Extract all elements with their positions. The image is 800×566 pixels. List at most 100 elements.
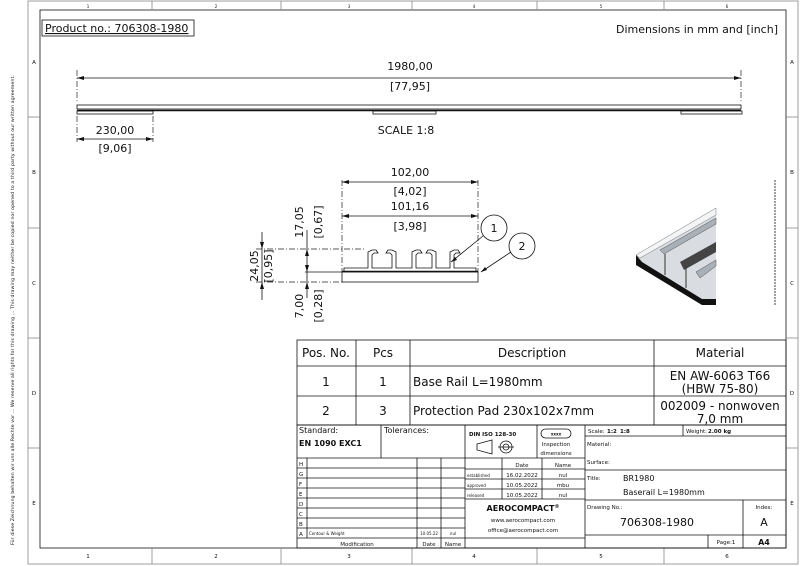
- product-no-box: [41, 19, 195, 37]
- balloon-2: [508, 232, 536, 260]
- dim-width-outer: 102,00: [391, 166, 430, 179]
- drawing-no-label: Drawing No.:: [587, 505, 623, 511]
- pad-2: [372, 110, 437, 115]
- side-view: [76, 70, 743, 142]
- tolerances-label: Tolerances:: [383, 426, 429, 435]
- base-rail-section: [343, 249, 477, 272]
- svg-text:G: G: [299, 472, 303, 478]
- svg-text:D: D: [32, 391, 36, 397]
- svg-text:D: D: [299, 502, 303, 508]
- svg-text:established: established: [467, 473, 490, 478]
- svg-text:10.05.2022: 10.05.2022: [506, 483, 538, 489]
- svg-text:EN AW-6063 T66: EN AW-6063 T66: [670, 369, 771, 383]
- standard-value: EN 1090 EXC1: [299, 439, 362, 448]
- dim-rail-height: 17,05: [293, 206, 306, 238]
- index-label: Index:: [756, 505, 773, 511]
- svg-text:D: D: [790, 391, 794, 397]
- protection-pad-section: [341, 271, 479, 283]
- svg-text:4: 4: [473, 4, 476, 9]
- weight-label: Weight:: [686, 429, 707, 435]
- svg-text:C: C: [299, 512, 303, 518]
- svg-text:2: 2: [214, 554, 218, 560]
- mod-name-header: Name: [445, 542, 462, 548]
- svg-text:1: 1: [86, 554, 90, 560]
- svg-text:Protection Pad 230x102x7mm: Protection Pad 230x102x7mm: [413, 404, 594, 418]
- svg-text:A: A: [790, 60, 794, 66]
- svg-text:E: E: [32, 501, 36, 507]
- svg-text:1: 1: [322, 375, 330, 389]
- svg-text:2: 2: [322, 404, 330, 418]
- revision-a-date: 10.05.22: [420, 531, 438, 536]
- svg-text:3: 3: [379, 404, 387, 418]
- svg-text:nul: nul: [559, 473, 568, 479]
- svg-text:nul: nul: [559, 493, 568, 499]
- svg-text:B: B: [32, 170, 36, 176]
- svg-text:3: 3: [348, 4, 351, 9]
- svg-text:Description: Description: [498, 346, 566, 360]
- title-block-grid: [296, 424, 787, 549]
- svg-text:2: 2: [215, 4, 218, 9]
- title-label: Title:: [586, 476, 601, 482]
- surface-label: Surface:: [587, 460, 610, 466]
- svg-text:mbu: mbu: [557, 483, 569, 489]
- svg-text:7,0 mm: 7,0 mm: [697, 412, 743, 426]
- svg-text:Base Rail L=1980mm: Base Rail L=1980mm: [413, 375, 543, 389]
- revision-a-name: nul: [450, 531, 456, 536]
- dim-width-inner: 101,16: [391, 200, 430, 213]
- dim-pad-length: 230,00: [96, 124, 135, 137]
- dim-rail-height-inch: [0,67]: [312, 205, 325, 238]
- inspection-badge-text: xxxx: [551, 432, 562, 437]
- inspection-badge: [540, 428, 572, 439]
- sheet-format: A4: [758, 538, 770, 547]
- weight-value: 2.00 kg: [708, 429, 731, 435]
- approval-date-header: Date: [515, 463, 529, 469]
- svg-text:B: B: [299, 522, 303, 528]
- row-labels-left: A B C D E: [32, 60, 36, 507]
- svg-text:E: E: [790, 501, 794, 507]
- svg-text:Pcs: Pcs: [373, 346, 393, 360]
- dim-pad-length-inch: [9,06]: [98, 142, 131, 155]
- svg-text:A: A: [299, 532, 303, 538]
- company-email: office@aerocompact.com: [488, 528, 558, 534]
- approval-row: approved 10.05.2022 mbu: [467, 483, 569, 489]
- copyright-note: Für diese Zeichnung behalten wir uns all…: [10, 75, 15, 545]
- svg-text:C: C: [32, 281, 36, 287]
- dim-overall-length-inch: [77,95]: [390, 80, 430, 93]
- svg-text:(HBW 75-80): (HBW 75-80): [682, 382, 759, 396]
- scale-value-2: 1:8: [620, 429, 630, 435]
- projection-symbol-icon: [476, 439, 514, 455]
- inspection-label-1: Inspection: [542, 442, 571, 448]
- svg-text:5: 5: [600, 4, 603, 9]
- section-view: [256, 180, 536, 300]
- svg-text:16.02.2022: 16.02.2022: [506, 473, 538, 479]
- outer-frame: [27, 0, 799, 565]
- dim-overall-length: 1980,00: [387, 60, 433, 73]
- dim-width-outer-inch: [4,02]: [393, 185, 426, 198]
- dim-pad-height: 7,00: [293, 294, 306, 319]
- table-row: 2 3 Protection Pad 230x102x7mm 002009 - …: [322, 399, 780, 426]
- units-note: Dimensions in mm and [inch]: [616, 23, 778, 36]
- svg-text:H: H: [299, 462, 303, 468]
- page-number: Page:1: [717, 540, 736, 546]
- scale-value-1: 1:2: [607, 429, 617, 435]
- balloon-2-label: 2: [519, 240, 526, 253]
- parts-table-grid: [296, 339, 787, 426]
- svg-text:approved: approved: [467, 483, 486, 488]
- svg-text:4: 4: [472, 554, 476, 560]
- din-standard: DIN ISO 128-30: [469, 432, 516, 438]
- revision-a-text: Contour & Weight: [309, 531, 345, 536]
- company-website: www.aerocompact.com: [491, 518, 555, 524]
- standard-label: Standard:: [299, 426, 338, 435]
- svg-text:A: A: [32, 60, 36, 66]
- pad-3: [680, 110, 743, 115]
- balloon-1: [480, 214, 508, 242]
- title-line-2: Baserail L=1980mm: [623, 488, 705, 497]
- svg-text:3: 3: [347, 554, 351, 560]
- svg-text:5: 5: [599, 554, 603, 560]
- svg-text:Material: Material: [696, 346, 745, 360]
- svg-text:Pos. No.: Pos. No.: [302, 346, 350, 360]
- company-name: AEROCOMPACT®: [487, 504, 560, 513]
- isometric-view: [635, 180, 776, 305]
- inspection-label-2: dimensions: [540, 451, 571, 457]
